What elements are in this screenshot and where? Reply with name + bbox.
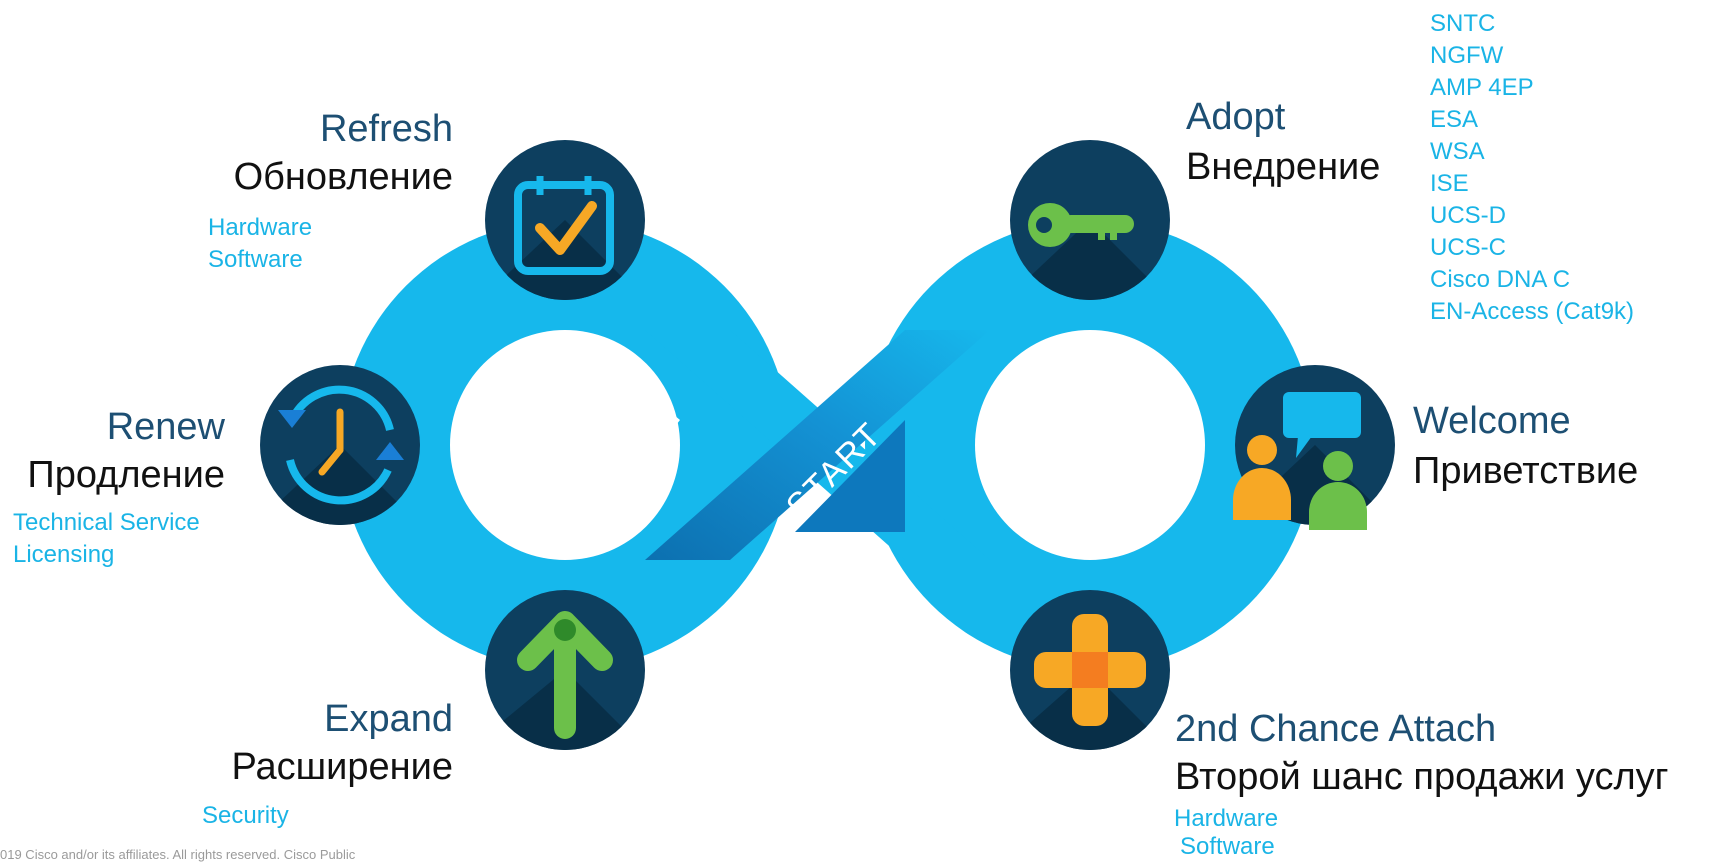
adopt-title-en: Adopt xyxy=(1186,96,1286,138)
product-item: NGFW xyxy=(1430,42,1504,69)
product-item: ISE xyxy=(1430,170,1469,197)
product-list: SNTC NGFW AMP 4EP ESA WSA ISE UCS-D UCS-… xyxy=(1430,8,1634,328)
product-item: UCS-C xyxy=(1430,234,1506,261)
plus-icon xyxy=(1010,590,1170,750)
expand-title-ru: Расширение xyxy=(231,746,453,788)
refresh-title-ru: Обновление xyxy=(233,156,453,198)
second-chance-item: Hardware xyxy=(1174,805,1279,832)
people-chat-icon xyxy=(1233,365,1395,530)
infinity-band xyxy=(340,220,1315,670)
renew-title-ru: Продление xyxy=(27,454,225,496)
refresh-item: Software xyxy=(208,246,303,273)
refresh-title-en: Refresh xyxy=(319,108,453,150)
adopt-title-ru: Внедрение xyxy=(1186,146,1381,188)
welcome-title-en: Welcome xyxy=(1413,400,1571,442)
renew-item: Technical Service xyxy=(13,509,200,536)
product-item: EN-Access (Cat9k) xyxy=(1430,298,1635,325)
expand-title-en: Expand xyxy=(324,698,453,740)
product-item: WSA xyxy=(1430,138,1485,165)
expand-item: Security xyxy=(202,802,289,829)
arrow-up-icon xyxy=(485,590,645,750)
second-chance-title-en: 2nd Chance Attach xyxy=(1175,708,1497,750)
product-item: UCS-D xyxy=(1430,202,1506,229)
welcome-title-ru: Приветствие xyxy=(1413,450,1639,492)
renew-title-en: Renew xyxy=(106,406,225,448)
second-chance-item: Software xyxy=(1180,833,1275,860)
second-chance-title-ru: Второй шанс продажи услуг xyxy=(1175,756,1669,798)
refresh-item: Hardware xyxy=(208,214,313,241)
renew-item: Licensing xyxy=(13,541,115,568)
clock-renew-icon xyxy=(260,365,420,525)
product-item: SNTC xyxy=(1430,10,1496,37)
product-item: Cisco DNA C xyxy=(1430,266,1571,293)
calendar-check-icon xyxy=(485,140,645,300)
footer-copyright: 019 Cisco and/or its affiliates. All rig… xyxy=(0,847,356,862)
key-icon xyxy=(1010,140,1170,300)
product-item: AMP 4EP xyxy=(1430,74,1534,101)
product-item: ESA xyxy=(1430,106,1479,133)
